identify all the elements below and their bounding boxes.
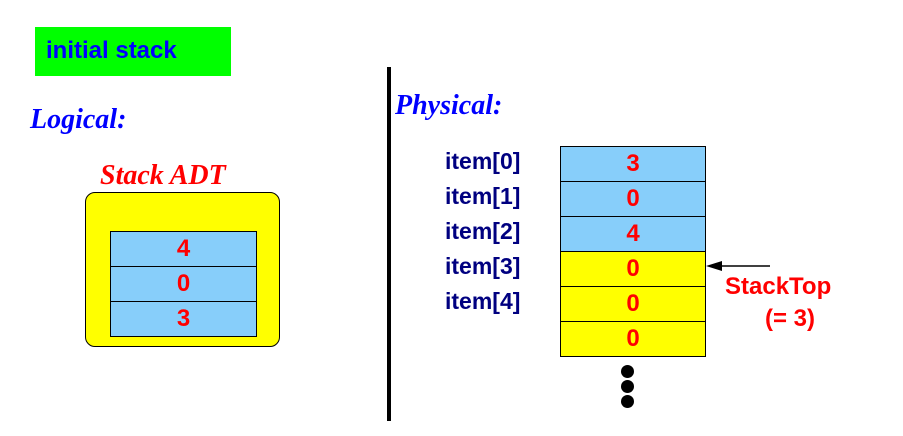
index-label: item[2]: [445, 218, 521, 244]
array-cell: 0: [560, 321, 706, 357]
divider: [387, 67, 391, 421]
ellipsis-dot-icon: [621, 365, 634, 378]
index-label: item[3]: [445, 253, 521, 279]
index-label: item[1]: [445, 183, 521, 209]
array-cell: 0: [560, 181, 706, 217]
logical-heading: Logical:: [30, 104, 127, 135]
index-label: item[4]: [445, 288, 521, 314]
logical-cell: 0: [110, 266, 257, 302]
stacktop-value: (= 3): [765, 305, 816, 332]
array-cell: 3: [560, 146, 706, 182]
array-cell: 0: [560, 251, 706, 287]
array-cell: 0: [560, 286, 706, 322]
logical-cell: 4: [110, 231, 257, 267]
stack-adt-label: Stack ADT: [100, 160, 226, 191]
array-cell: 4: [560, 216, 706, 252]
stacktop-arrow-icon: [706, 261, 770, 271]
physical-heading: Physical:: [395, 90, 503, 121]
title: initial stack: [46, 37, 177, 64]
title-box: initial stack: [35, 27, 231, 76]
logical-cell: 3: [110, 301, 257, 337]
stacktop-label: StackTop: [725, 273, 832, 300]
ellipsis-dot-icon: [621, 380, 634, 393]
index-label: item[0]: [445, 148, 521, 174]
ellipsis-dot-icon: [621, 395, 634, 408]
